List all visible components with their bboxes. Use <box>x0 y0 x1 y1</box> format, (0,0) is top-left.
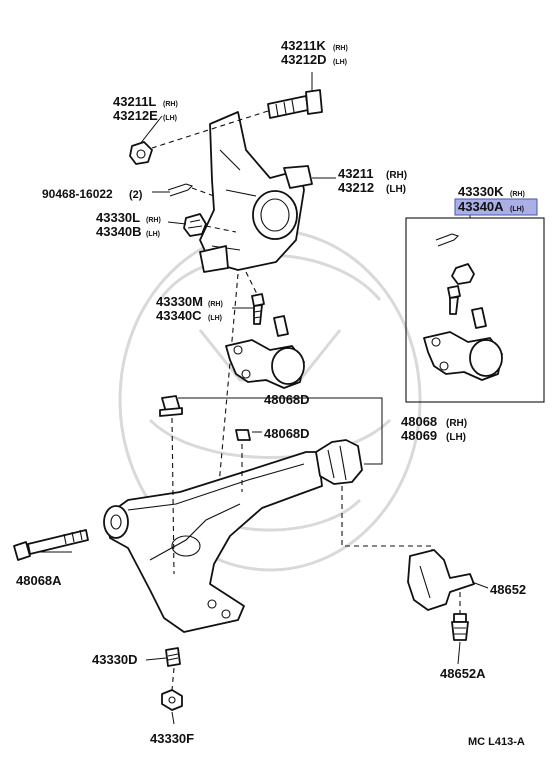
arm-rear-bushing[interactable] <box>315 439 363 485</box>
label-43330M: 43330M (RH) <box>156 294 223 309</box>
label-48068: 48068 (RH) <box>401 414 467 429</box>
cotter-pin[interactable] <box>167 183 194 197</box>
label-48068D-lower: 48068D <box>264 426 310 441</box>
label-48068A: 48068A <box>16 573 62 588</box>
highlight-box <box>454 198 538 216</box>
label-48068-side: (RH) <box>446 418 467 429</box>
label-43330K: 43330K (RH) <box>458 184 525 199</box>
label-43340C: 43340C (LH) <box>156 308 222 323</box>
label-48068D-upper: 48068D <box>264 392 310 407</box>
label-43340A-highlighted[interactable]: 43340A (LH) <box>454 198 538 216</box>
label-48069-num: 48069 <box>401 428 437 443</box>
label-43211K-side: (RH) <box>333 45 348 52</box>
label-43330L: 43330L (RH) <box>96 210 161 225</box>
label-43212-num: 43212 <box>338 180 374 195</box>
label-43211L: 43211L (RH) <box>113 94 178 109</box>
label-43211-num: 43211 <box>338 166 373 181</box>
label-43212D: 43212D (LH) <box>281 52 347 67</box>
label-90468: 90468-16022 (2) <box>42 187 143 201</box>
label-43340B-num: 43340B <box>96 224 142 239</box>
lower-control-arm[interactable] <box>103 451 323 633</box>
label-43340A-num: 43340A <box>458 199 504 214</box>
label-43330D: 43330D <box>92 652 138 667</box>
lower-ball-joint[interactable] <box>225 315 305 389</box>
label-48652: 48652 <box>490 582 526 597</box>
bushing-stopper-lower[interactable] <box>235 429 251 441</box>
label-43330L-side: (RH) <box>146 217 161 224</box>
label-43340A-side: (LH) <box>510 206 524 213</box>
ball-joint-bolt[interactable] <box>251 293 265 325</box>
label-43211K: 43211K (RH) <box>281 38 348 53</box>
label-43211: 43211 (RH) <box>338 166 407 181</box>
label-43340C-num: 43340C <box>156 308 202 323</box>
upper-bolt[interactable] <box>267 89 323 119</box>
label-43340B-side: (LH) <box>146 231 160 238</box>
label-90468-qty: (2) <box>129 189 143 201</box>
stabilizer-bracket[interactable] <box>407 549 475 611</box>
lower-nut[interactable] <box>161 689 183 711</box>
reference-code: MC L413-A <box>468 736 525 748</box>
label-43330F: 43330F <box>150 731 194 746</box>
label-43330L-num: 43330L <box>96 210 140 225</box>
label-43330M-num: 43330M <box>156 294 203 309</box>
label-48652A: 48652A <box>440 666 486 681</box>
label-43340B: 43340B (LH) <box>96 224 160 239</box>
knuckle-nut[interactable] <box>129 141 153 165</box>
lower-bolt[interactable] <box>165 647 181 667</box>
arm-front-bolt[interactable] <box>13 529 89 561</box>
stabilizer-bolt[interactable] <box>451 613 469 641</box>
label-43211K-num: 43211K <box>281 38 326 53</box>
label-43212E-side: (LH) <box>163 115 177 122</box>
label-43212E-num: 43212E <box>113 108 158 123</box>
label-43330K-num: 43330K <box>458 184 504 199</box>
label-48069-side: (LH) <box>446 432 466 443</box>
label-48069: 48069 (LH) <box>401 428 466 443</box>
bushing-stopper-upper[interactable] <box>159 395 183 417</box>
label-43330M-side: (RH) <box>208 301 223 308</box>
label-90468-num: 90468-16022 <box>42 187 113 201</box>
label-43212D-side: (LH) <box>333 59 347 66</box>
inset-panel <box>405 210 545 403</box>
label-43211L-side: (RH) <box>163 101 178 108</box>
castle-nut[interactable] <box>183 213 207 237</box>
label-43340C-side: (LH) <box>208 315 222 322</box>
label-43212D-num: 43212D <box>281 52 327 67</box>
label-43330K-side: (RH) <box>510 191 525 198</box>
label-43212E: 43212E (LH) <box>113 108 177 123</box>
label-43211L-num: 43211L <box>113 94 156 109</box>
label-43212: 43212 (LH) <box>338 180 406 195</box>
steering-knuckle[interactable] <box>199 111 313 273</box>
label-48068-num: 48068 <box>401 414 437 429</box>
label-43211-side: (RH) <box>386 170 407 181</box>
label-43212-side: (LH) <box>386 184 406 195</box>
